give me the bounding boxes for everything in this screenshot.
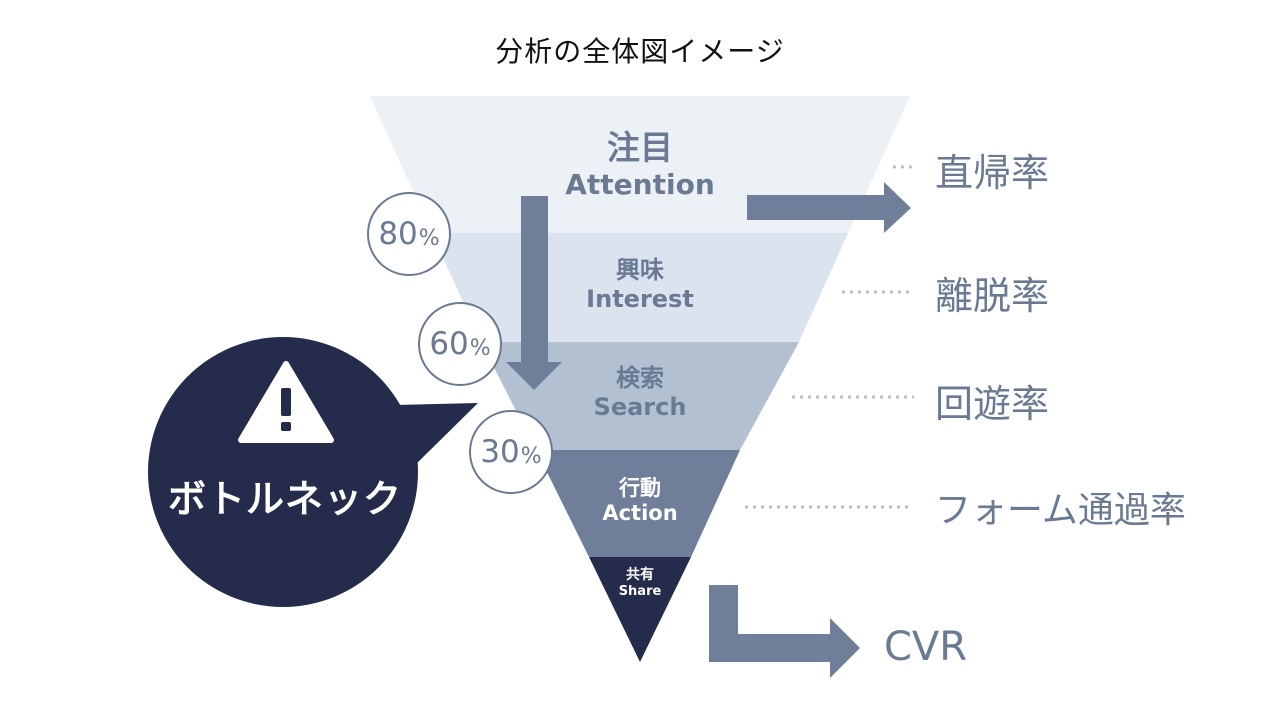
percent-value: 80: [378, 216, 418, 252]
stage-label-search: 検索 Search: [540, 364, 740, 422]
funnel-band-action: [536, 450, 740, 557]
arrow-right-icon: [747, 182, 911, 233]
arrow-elbow-icon: [709, 585, 860, 678]
stage-en: Search: [593, 392, 687, 421]
percent-circle-30: 30%: [469, 410, 553, 494]
bottleneck-bubble: [148, 337, 418, 607]
stage-ja: 共有: [626, 567, 654, 583]
funnel-band-search: [481, 342, 799, 450]
stage-ja: 検索: [616, 364, 664, 392]
stage-en: Interest: [586, 284, 694, 313]
percent-circle-80: 80%: [367, 192, 451, 276]
metric-exit-rate: 離脱率: [935, 274, 1050, 318]
page-title: 分析の全体図イメージ: [495, 35, 785, 68]
percent-unit: %: [418, 225, 440, 251]
metric-form-pass-rate: フォーム通過率: [935, 490, 1186, 531]
funnel-band-share: [589, 557, 691, 662]
stage-label-action: 行動 Action: [560, 476, 720, 526]
percent-unit: %: [469, 335, 491, 361]
metric-bounce-rate: 直帰率: [935, 151, 1050, 195]
bottleneck-label: ボトルネック: [167, 477, 402, 521]
stage-en: Action: [602, 501, 678, 526]
warning-icon: [238, 361, 334, 443]
percent-circle-60: 60%: [418, 302, 502, 386]
stage-ja: 興味: [616, 256, 664, 284]
percent-value: 60: [429, 326, 469, 362]
percent-value: 30: [480, 434, 520, 470]
stage-en: Share: [618, 583, 662, 599]
metric-pageview-rate: 回遊率: [935, 382, 1050, 426]
stage-label-interest: 興味 Interest: [540, 256, 740, 314]
bottleneck-bubble-tail: [395, 403, 478, 468]
stage-ja: 注目: [607, 128, 673, 167]
arrow-down-icon: [506, 196, 562, 390]
percent-unit: %: [520, 443, 542, 469]
metric-cvr: CVR: [884, 624, 968, 670]
stage-en: Attention: [565, 167, 715, 201]
stage-ja: 行動: [619, 476, 661, 500]
stage-label-attention: 注目 Attention: [540, 128, 740, 201]
stage-label-share: 共有 Share: [600, 567, 680, 599]
